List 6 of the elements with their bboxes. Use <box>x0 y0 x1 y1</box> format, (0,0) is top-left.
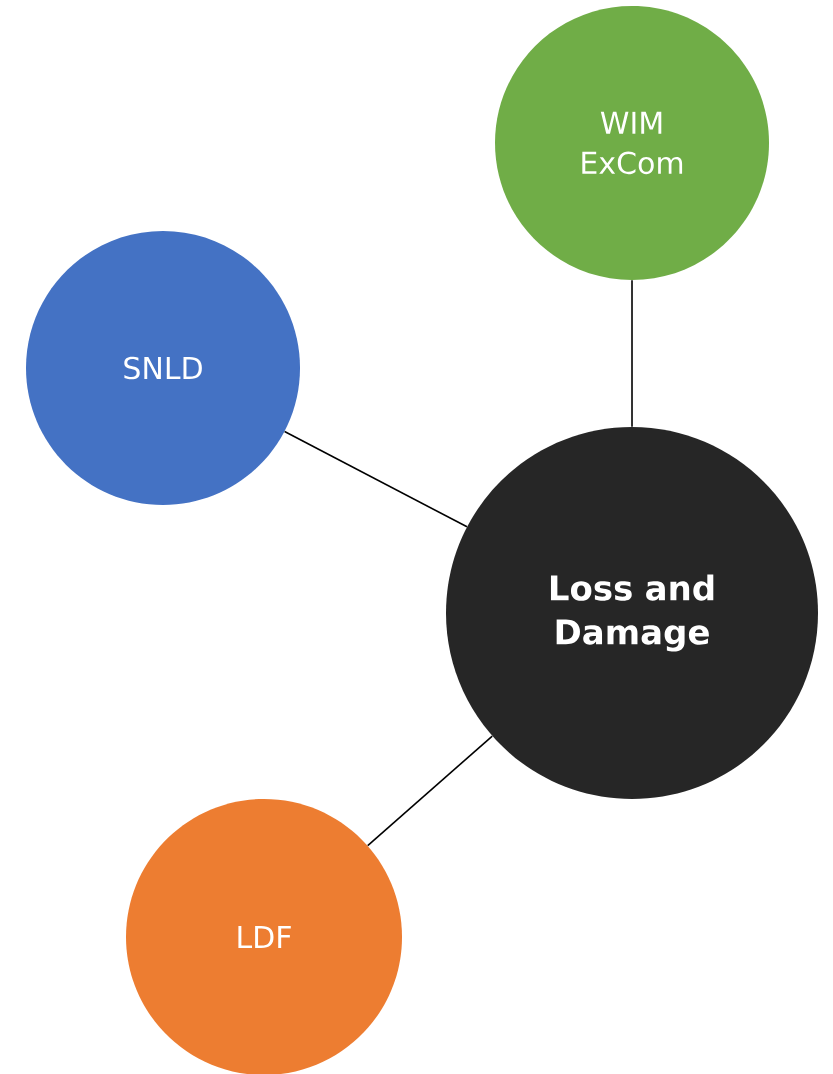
connector-line <box>366 735 494 847</box>
connector-line <box>283 430 468 528</box>
circle-node: SNLD <box>26 231 300 505</box>
connector-line <box>631 279 633 428</box>
circle-node: WIM ExCom <box>495 6 769 280</box>
circle-node: Loss and Damage <box>446 427 818 799</box>
